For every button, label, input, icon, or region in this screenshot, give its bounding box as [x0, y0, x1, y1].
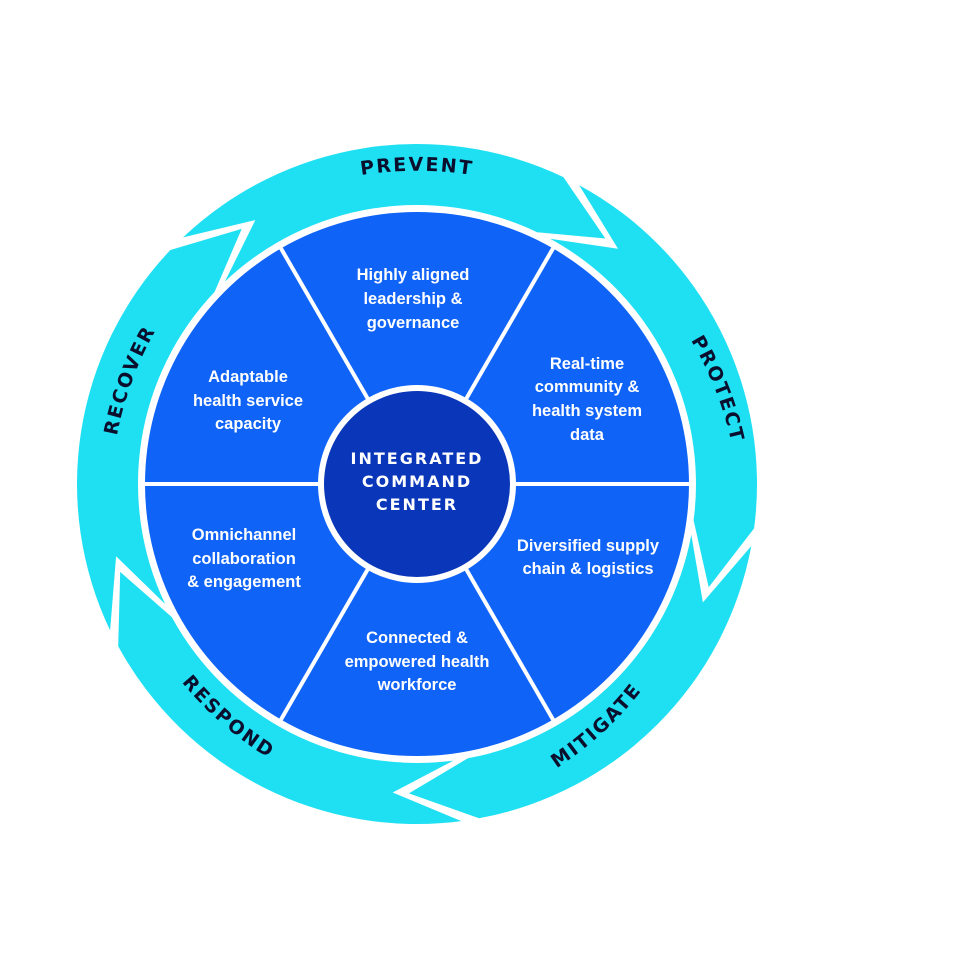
phase-label-prevent: PREVENT [359, 154, 475, 180]
segment-data-line-4: data [570, 426, 605, 444]
segment-leadership-text: Highly aligned leadership & governance [357, 266, 470, 332]
segment-omnichannel-line-2: collaboration [192, 550, 296, 568]
segment-data-line-3: health system [532, 402, 642, 420]
center-title-line-1: INTEGRATED [351, 449, 484, 468]
segment-omnichannel-line-1: Omnichannel [192, 526, 297, 544]
ring-band-recover [76, 228, 242, 631]
ring-band-mitigate [408, 534, 752, 819]
ring-band-protect [550, 185, 758, 588]
segment-workforce-text: Connected & empowered health workforce [345, 629, 490, 694]
segment-data-line-2: community & [535, 378, 640, 396]
segment-workforce-line-2: empowered health [345, 653, 490, 671]
phase-prevent-text: PREVENT [359, 154, 473, 180]
segment-capacity-text: Adaptable health service capacity [193, 368, 303, 433]
ring-band-prevent [183, 143, 606, 282]
segment-capacity-line-2: health service [193, 392, 303, 410]
center-title-line-2: COMMAND [362, 472, 472, 491]
center-circle [324, 391, 510, 577]
segment-data-line-1: Real-time [550, 355, 624, 373]
segment-capacity-line-1: Adaptable [208, 368, 288, 386]
segment-workforce-line-1: Connected & [366, 629, 468, 647]
segment-supply-line-1: Diversified supply [517, 537, 660, 555]
segment-leadership [281, 211, 553, 484]
segment-leadership-line-3: governance [367, 314, 460, 332]
segment-leadership-line-1: Highly aligned [357, 266, 470, 284]
segment-omnichannel-text: Omnichannel collaboration & engagement [187, 526, 301, 591]
segment-workforce-line-3: workforce [377, 676, 457, 694]
phase-ring [76, 143, 758, 825]
segment-capacity-line-3: capacity [215, 415, 282, 433]
segment-leadership-line-2: leadership & [363, 290, 462, 308]
ring-band-respond [118, 571, 462, 825]
segment-supply-line-2: chain & logistics [522, 560, 653, 578]
segment-omnichannel-line-3: & engagement [187, 573, 301, 591]
center-title-line-3: CENTER [376, 495, 458, 514]
segment-workforce [281, 484, 553, 757]
segment-supply-text: Diversified supply chain & logistics [517, 537, 660, 578]
segment-data-text: Real-time community & health system data [532, 355, 642, 444]
